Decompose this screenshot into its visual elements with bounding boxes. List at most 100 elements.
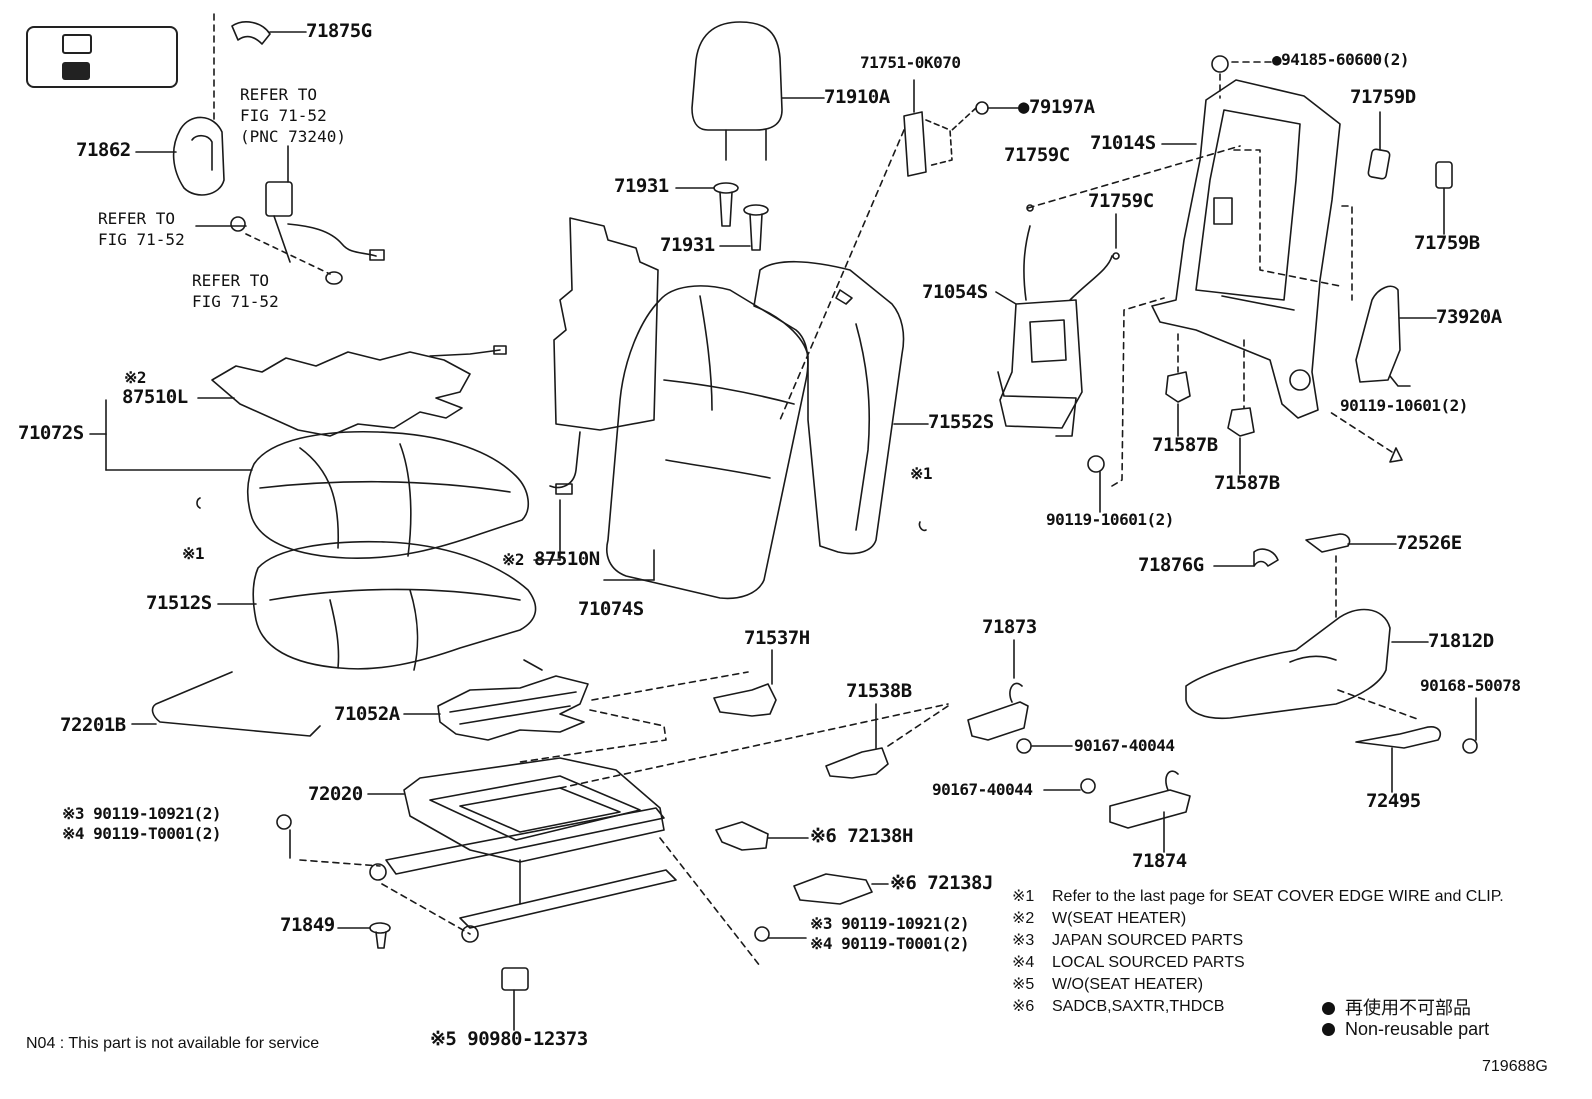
part-label-p71812D: 71812D xyxy=(1428,630,1494,652)
cover-72138J xyxy=(793,873,889,905)
part-label-pX2: ※2 xyxy=(502,550,525,569)
bracket-71874 xyxy=(1109,770,1191,853)
seatback-heater-87510N xyxy=(533,217,659,561)
part-label-p71052A: 71052A xyxy=(334,703,400,725)
note-text: SADCB,SAXTR,THDCB xyxy=(1052,998,1225,1015)
note-text: JAPAN SOURCED PARTS xyxy=(1052,932,1244,949)
seatback-pad-71552S xyxy=(753,260,929,555)
part-label-p90119r: 90119-10601(2) xyxy=(1340,396,1468,415)
trim-clip-71875G xyxy=(231,21,307,45)
lumbar-support-71054S xyxy=(995,204,1120,437)
knob-72526E xyxy=(1305,533,1397,619)
screw-90168 xyxy=(1462,697,1478,754)
seat-track-72020 xyxy=(299,703,949,967)
bolt-90167-b xyxy=(1043,778,1096,794)
seatback-cover-71074S xyxy=(603,285,809,600)
part-label-p90119B4: ※4 90119-T0001(2) xyxy=(810,934,970,953)
part-label-p71874: 71874 xyxy=(1132,850,1187,872)
note-mark: ※1 xyxy=(1012,888,1035,905)
clip-71759B xyxy=(1435,161,1453,235)
refer-to-note-ref3: REFER TO FIG 71-52 xyxy=(192,271,279,311)
part-label-p87510L: 87510L xyxy=(122,386,188,408)
key-outline-swatch xyxy=(62,34,92,54)
bracket-71751 xyxy=(779,79,1019,421)
part-label-p71587B1: 71587B xyxy=(1152,434,1218,456)
legend-row: 再使用不可部品 xyxy=(1322,994,1489,1019)
bracket-71873 xyxy=(967,639,1029,741)
nut-94185 xyxy=(1211,55,1273,99)
seat-cushion-cover-71072S xyxy=(89,399,529,560)
part-label-p90167b: 90167-40044 xyxy=(932,780,1033,799)
part-label-pX1b: ※1 xyxy=(182,544,205,563)
part-label-p90119L4: ※4 90119-T0001(2) xyxy=(62,824,222,843)
part-label-p90119B3: ※3 90119-10921(2) xyxy=(810,914,970,933)
part-label-p71876G: 71876G xyxy=(1138,554,1204,576)
part-label-pX1a: ※2 xyxy=(124,368,147,387)
seatbelt-buckle xyxy=(195,145,385,285)
part-label-p71759B: 71759B xyxy=(1414,232,1480,254)
legend-key-box xyxy=(26,26,178,88)
part-label-p72201B: 72201B xyxy=(60,714,126,736)
part-label-p90980: ※5 90980-12373 xyxy=(430,1028,588,1050)
part-label-p72138H: ※6 72138H xyxy=(810,825,913,847)
note-text: Refer to the last page for SEAT COVER ED… xyxy=(1052,888,1504,905)
part-label-p71862: 71862 xyxy=(76,139,131,161)
part-label-p71538B: 71538B xyxy=(846,680,912,702)
part-label-p71054S: 71054S xyxy=(922,281,988,303)
note-row: ※1 Refer to the last page for SEAT COVER … xyxy=(1012,886,1504,908)
bolt-90119-left xyxy=(276,814,292,859)
part-label-p71512S: 71512S xyxy=(146,592,212,614)
bolt-90167-a xyxy=(1016,738,1073,754)
seat-spring-71052A xyxy=(403,659,749,763)
part-label-pX1c: ※1 xyxy=(910,464,933,483)
bracket-71587B-a xyxy=(1165,333,1191,437)
clip-mark-left xyxy=(196,497,201,509)
cover-72138H xyxy=(715,821,809,851)
refer-to-note-ref2: REFER TO FIG 71-52 xyxy=(98,209,185,249)
headrest-guides-71931 xyxy=(675,182,769,251)
clip-mark-right xyxy=(918,521,927,532)
note-mark: ※5 xyxy=(1012,976,1035,993)
refer-to-note-ref1: REFER TO FIG 71-52 (PNC 73240) xyxy=(240,85,346,146)
seatback-frame-71014S xyxy=(1027,79,1353,419)
part-label-p71931a: 71931 xyxy=(614,175,669,197)
part-label-p71759C1: 71759C xyxy=(1004,144,1070,166)
footnote: N04 : This part is not available for ser… xyxy=(26,1035,320,1052)
part-label-p73920A: 73920A xyxy=(1436,306,1502,328)
part-label-p71910A: 71910A xyxy=(824,86,890,108)
part-label-p71875G: 71875G xyxy=(306,20,372,42)
legend-text: 再使用不可部品 xyxy=(1345,998,1471,1018)
note-mark: ※6 xyxy=(1012,998,1035,1015)
note-text: W/O(SEAT HEATER) xyxy=(1052,976,1204,993)
part-label-p94185: ●94185-60600(2) xyxy=(1272,50,1410,69)
seat-side-trim-71812D xyxy=(1185,608,1429,721)
legend-text: Non-reusable part xyxy=(1345,1019,1490,1039)
part-label-p71931b: 71931 xyxy=(660,234,715,256)
part-label-p71759C2: 71759C xyxy=(1088,190,1154,212)
bolt-90119-bottom xyxy=(754,926,807,942)
part-label-p72495: 72495 xyxy=(1366,790,1421,812)
clip-71876G xyxy=(1213,548,1279,567)
note-row: ※5 W/O(SEAT HEATER) xyxy=(1012,974,1504,996)
clip-71759D xyxy=(1367,111,1391,180)
part-label-p71072S: 71072S xyxy=(18,422,84,444)
hinge-cover-71862 xyxy=(135,116,225,196)
edge-wire-72201B xyxy=(131,671,321,737)
part-label-p71759D: 71759D xyxy=(1350,86,1416,108)
connector-90980 xyxy=(501,967,529,1031)
bracket-71587B-b xyxy=(1227,339,1255,475)
note-mark: ※4 xyxy=(1012,954,1035,971)
part-label-p71537H: 71537H xyxy=(744,627,810,649)
key-filled-swatch xyxy=(62,62,90,80)
notes-list: ※1 Refer to the last page for SEAT COVER … xyxy=(1012,886,1504,1018)
side-cover-73920A xyxy=(1329,285,1437,463)
note-text: W(SEAT HEATER) xyxy=(1052,910,1187,927)
lever-72495 xyxy=(1355,726,1442,793)
bracket-71538B xyxy=(825,703,949,779)
part-label-p71873: 71873 xyxy=(982,616,1037,638)
